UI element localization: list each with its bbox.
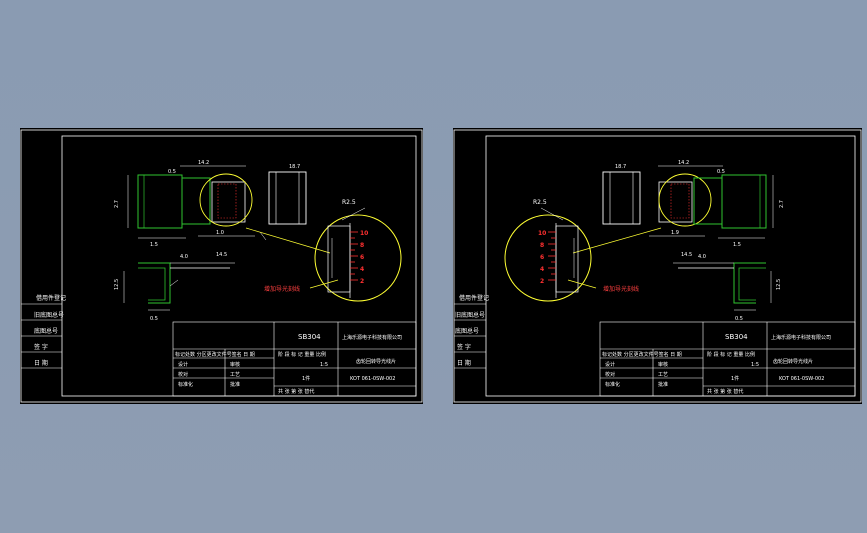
section-view [673,262,772,311]
svg-text:底图总号: 底图总号 [34,327,58,335]
svg-text:1.5: 1.5 [733,242,741,248]
svg-text:日 期: 日 期 [34,359,48,367]
side-labels: 借用件登记 旧底图总号 底图总号 签 字 日 期 [454,294,489,369]
svg-text:10: 10 [538,230,546,237]
svg-text:借用件登记: 借用件登记 [459,294,489,302]
sheet-footer: 共 张 第 张 替代 [278,388,314,395]
scale-value: 1:5 [320,362,328,368]
svg-text:标准化: 标准化 [178,381,193,388]
svg-text:设计: 设计 [605,361,615,368]
outer-border [453,129,862,403]
stage-header: 阶 段 标 记 重量 比例 [278,351,326,358]
cad-drawing-left: 14.2 18.7 1.5 1.0 0.5 2.7 4.0 12.5 0.5 1… [20,129,423,403]
title-block-text: SB304 上海乐源电子科技有限公司 标记处数 分区更改文件号签名 日 期 阶 … [175,333,402,395]
company-name: 上海乐源电子科技有限公司 [342,334,402,341]
svg-text:底图总号: 底图总号 [455,327,479,335]
dim-section-height: 12.5 [114,279,120,290]
svg-text:工艺: 工艺 [658,372,668,378]
dim-angle: 0.5 [168,169,176,175]
drawing-sheet-left: 14.2 18.7 1.5 1.0 0.5 2.7 4.0 12.5 0.5 1… [20,128,423,404]
revision-header: 标记处数 分区更改文件号签名 日 期 [175,351,255,358]
front-view [572,165,774,254]
svg-text:共 张 第 张 替代: 共 张 第 张 替代 [707,388,743,395]
svg-text:8: 8 [360,242,364,249]
svg-text:12.5: 12.5 [776,279,782,290]
svg-text:1.9: 1.9 [671,230,679,236]
svg-text:标记处数 分区更改文件号签名 日 期: 标记处数 分区更改文件号签名 日 期 [602,351,682,358]
dim-section-top: 4.0 [180,254,188,260]
svg-text:2: 2 [360,278,364,285]
section-view [123,262,235,311]
title-block [599,321,856,397]
dim-top: 14.2 [198,160,209,166]
company-name: 上海乐源电子科技有限公司 [771,334,831,341]
svg-text:14.5: 14.5 [681,252,692,258]
svg-text:2.7: 2.7 [779,200,785,208]
quantity: 1件 [302,375,310,382]
cad-drawing-right: 14.2 18.7 1.5 1.9 0.5 2.7 4.0 12.5 0.5 1… [453,129,862,403]
svg-text:阶 段 标 记 重量 比例: 阶 段 标 记 重量 比例 [707,351,755,358]
part-number: KOT 061-0SW-002 [350,376,395,382]
dim-height: 2.7 [114,200,120,208]
svg-text:旧底图总号: 旧底图总号 [34,311,64,319]
title-block-text: SB304 上海乐源电子科技有限公司 标记处数 分区更改文件号签名 日 期 阶 … [602,333,831,395]
outer-border [20,129,423,403]
dim-bottom: 1.5 [150,242,158,248]
svg-text:签 字: 签 字 [34,343,48,351]
svg-text:4: 4 [540,266,544,273]
svg-text:审核: 审核 [230,361,240,368]
dimension-labels: 14.2 18.7 1.5 1.9 0.5 2.7 4.0 12.5 0.5 1… [615,160,785,322]
ruler-tick-labels: 10 8 6 4 2 [360,230,368,285]
svg-text:0.5: 0.5 [735,316,743,322]
svg-text:0.5: 0.5 [717,169,725,175]
svg-text:10: 10 [360,230,368,237]
detail-scale-label: R2.5 [533,199,547,206]
svg-text:工艺: 工艺 [230,372,240,378]
part-name: 齿轮回转导光线片 [773,358,813,365]
dimension-labels: 14.2 18.7 1.5 1.0 0.5 2.7 4.0 12.5 0.5 1… [114,160,300,322]
svg-text:审核: 审核 [658,361,668,368]
svg-text:批准: 批准 [658,381,668,388]
svg-text:4: 4 [360,266,364,273]
dim-section-bottom: 0.5 [150,316,158,322]
svg-text:设计: 设计 [178,361,188,368]
part-number: KOT 061-0SW-002 [779,376,824,382]
front-view [127,165,331,254]
svg-text:借用件登记: 借用件登记 [36,294,66,302]
drawing-code: SB304 [725,333,748,341]
detail-scale-label: R2.5 [342,199,356,206]
svg-text:18.7: 18.7 [615,164,626,170]
svg-text:2: 2 [540,278,544,285]
drawing-code: SB304 [298,333,321,341]
detail-note: 增加导光刻线 [603,285,639,293]
svg-text:1:5: 1:5 [751,362,759,368]
svg-text:14.2: 14.2 [678,160,689,166]
svg-text:标准化: 标准化 [605,381,620,388]
svg-text:校对: 校对 [605,371,615,378]
svg-text:签 字: 签 字 [457,343,471,351]
detail-view [504,207,597,302]
svg-text:日 期: 日 期 [457,359,471,367]
dim-right-view: 18.7 [289,164,300,170]
dim-section-width: 14.5 [216,252,227,258]
svg-text:8: 8 [540,242,544,249]
side-labels: 借用件登记 旧底图总号 底图总号 签 字 日 期 [21,294,66,369]
svg-text:4.0: 4.0 [698,254,706,260]
svg-text:批准: 批准 [230,381,240,388]
ruler-tick-labels: 10 8 6 4 2 [538,230,546,285]
svg-text:1件: 1件 [731,375,739,382]
drawing-sheet-right: 14.2 18.7 1.5 1.9 0.5 2.7 4.0 12.5 0.5 1… [453,128,862,404]
svg-text:校对: 校对 [178,371,188,378]
detail-note: 增加导光刻线 [264,285,300,293]
part-name: 齿轮回转导光线片 [356,358,396,365]
svg-text:6: 6 [540,254,544,261]
dim-mid: 1.0 [216,230,224,236]
title-block [172,321,417,397]
svg-text:旧底图总号: 旧底图总号 [455,311,485,319]
detail-view [309,207,402,302]
svg-text:6: 6 [360,254,364,261]
